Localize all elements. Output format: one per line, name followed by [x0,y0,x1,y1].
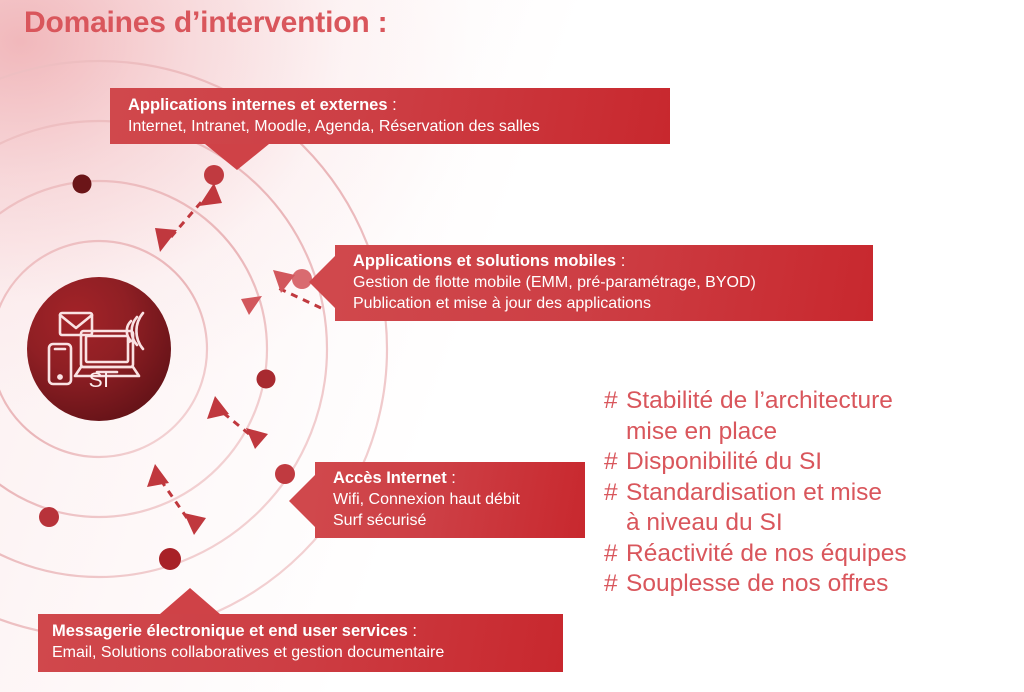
envelope-icon [58,311,94,337]
callout-line: Surf sécurisé [333,512,427,529]
callout-messagerie-pointer [160,588,220,614]
callout-title: Applications et solutions mobiles : [353,252,626,270]
callout-line: Internet, Intranet, Moodle, Agenda, Rése… [128,118,540,135]
benefits-list: # Stabilité de l’architecture mise en pla… [604,386,1004,600]
callout-title: Applications internes et externes : [128,96,397,114]
callout-line: Gestion de flotte mobile (EMM, pré-param… [353,274,756,291]
wifi-signal-icon [125,311,145,351]
smartphone-icon [47,342,73,386]
list-item: # Disponibilité du SI [604,447,1004,478]
benefit-text-cont: à niveau du SI [626,509,783,536]
si-center-node: SI [27,277,171,421]
si-label: SI [88,369,110,392]
bullet-marker: # [604,570,618,597]
callout-line: Email, Solutions collaboratives et gesti… [52,644,445,661]
list-item: # Stabilité de l’architecture mise en pla… [604,386,1004,447]
bullet-marker: # [604,448,618,475]
benefit-text: Stabilité de l’architecture [626,387,893,414]
laptop-icon [73,329,141,378]
benefit-text-cont: mise en place [626,417,778,445]
si-icon-cluster [47,311,145,386]
callout-applications-mobiles-pointer [309,256,335,308]
callout-applications-mobiles[interactable]: Applications et solutions mobiles : Gest… [335,245,873,321]
list-item: # Standardisation et mise à niveau du SI [604,478,1004,539]
callout-acces-internet[interactable]: Accès Internet : Wifi, Connexion haut dé… [315,462,585,538]
list-item: # Souplesse de nos offres [604,569,1004,600]
callout-line: Publication et mise à jour des applicati… [353,295,651,312]
benefit-text: Réactivité de nos équipes [626,539,907,567]
benefit-text: Standardisation et mise [626,478,883,506]
callout-line: Wifi, Connexion haut débit [333,491,520,508]
page-title: Domaines d’intervention : [24,6,388,39]
benefit-text: Souplesse de nos offres [626,570,889,597]
callout-messagerie[interactable]: Messagerie électronique et end user serv… [38,614,563,672]
callout-applications-internes[interactable]: Applications internes et externes : Inte… [110,88,670,144]
bullet-marker: # [604,478,618,506]
benefit-text: Disponibilité du SI [626,448,823,475]
callout-title: Accès Internet : [333,469,456,487]
list-item: # Réactivité de nos équipes [604,539,1004,570]
bullet-marker: # [604,539,618,567]
callout-title: Messagerie électronique et end user serv… [52,622,418,640]
dashed-arrow-heads [147,183,295,535]
ring-node-dots [39,165,312,570]
callout-acces-internet-pointer [289,475,315,527]
bullet-marker: # [604,387,618,414]
dashed-connector-arrows [158,199,322,519]
callout-applications-internes-pointer [205,144,269,170]
